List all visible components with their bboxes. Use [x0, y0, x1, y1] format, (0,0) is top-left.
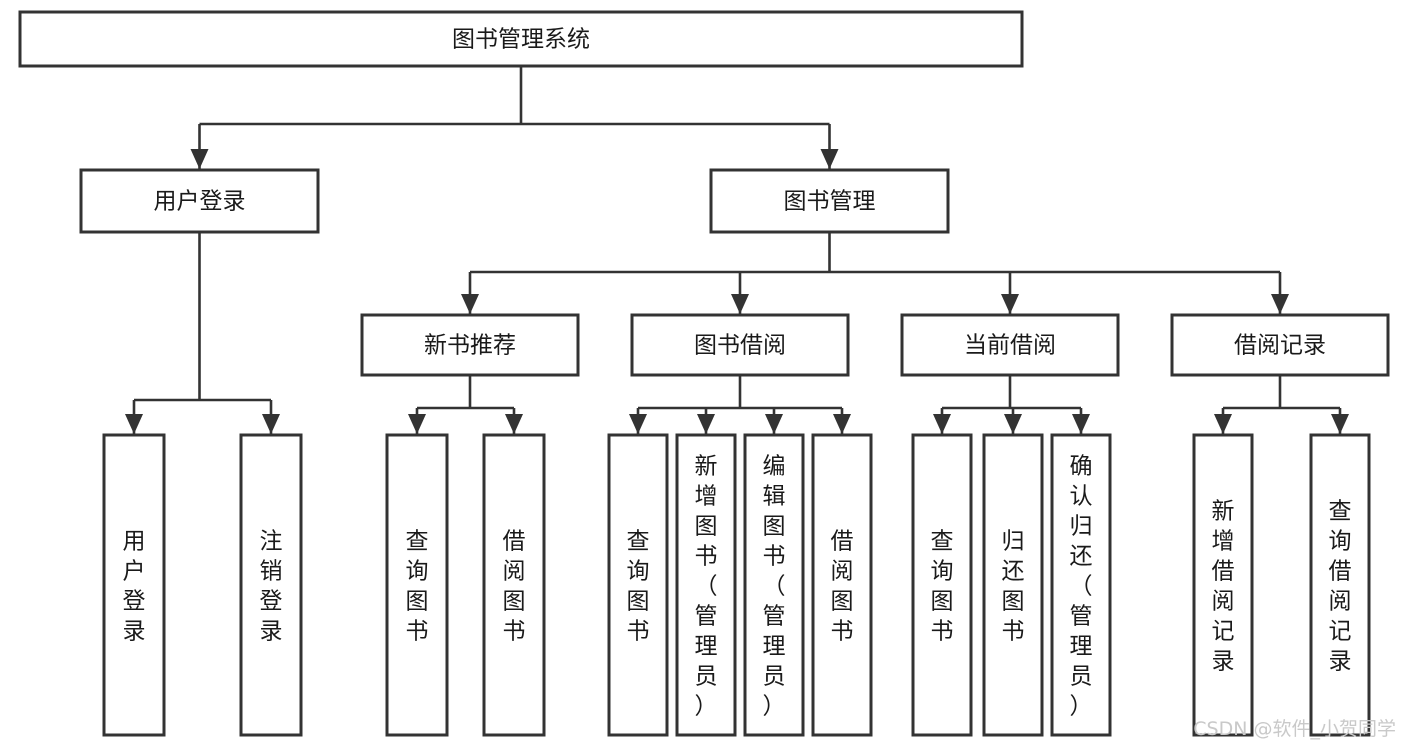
node-box [1309, 433, 1371, 737]
node-label: 借阅图书 [831, 528, 854, 644]
node-leaf-3[interactable]: 借阅图书 [482, 433, 546, 737]
node-label: 归还图书 [1002, 528, 1025, 644]
node-label: 新书推荐 [424, 333, 516, 359]
node-l3-2[interactable]: 当前借阅 [900, 313, 1120, 377]
node-box [630, 313, 850, 377]
node-leaf-9[interactable]: 归还图书 [982, 433, 1044, 737]
arrow-head-icon [505, 414, 523, 434]
node-box [102, 433, 166, 737]
node-leaf-4[interactable]: 查询图书 [607, 433, 669, 737]
csdn-watermark: CSDN @软件_小贺同学 [1193, 718, 1396, 740]
node-l3-1[interactable]: 图书借阅 [630, 313, 850, 377]
node-label: 借阅记录 [1234, 333, 1326, 359]
arrow-head-icon [1004, 414, 1022, 434]
node-leaf-7[interactable]: 借阅图书 [811, 433, 873, 737]
arrow-head-icon [765, 414, 783, 434]
node-leaf-8[interactable]: 查询图书 [911, 433, 973, 737]
node-label: 借阅图书 [503, 528, 526, 644]
node-box [79, 168, 320, 234]
node-label: 新增借阅记录 [1212, 498, 1235, 674]
node-box [811, 433, 873, 737]
node-box [675, 433, 737, 737]
arrow-head-icon [125, 414, 143, 434]
arrow-head-icon [1001, 294, 1019, 314]
node-leaf-0[interactable]: 用户登录 [102, 433, 166, 737]
node-label: 新增图书（管理员） [695, 453, 718, 719]
node-root-0[interactable]: 图书管理系统 [18, 10, 1024, 68]
arrow-head-icon [1214, 414, 1232, 434]
arrow-head-icon [629, 414, 647, 434]
arrow-head-icon [833, 414, 851, 434]
node-leaf-2[interactable]: 查询图书 [385, 433, 449, 737]
node-box [982, 433, 1044, 737]
node-label: 查询图书 [406, 528, 429, 644]
node-label: 注销登录 [260, 528, 283, 644]
node-label: 图书借阅 [694, 333, 786, 359]
connector-layer [125, 66, 1349, 434]
arrow-head-icon [697, 414, 715, 434]
node-layer: 图书管理系统用户登录图书管理新书推荐图书借阅当前借阅借阅记录用户登录注销登录查询… [18, 10, 1390, 737]
node-leaf-6[interactable]: 编辑图书（管理员） [743, 433, 805, 737]
node-leaf-11[interactable]: 新增借阅记录 [1192, 433, 1254, 737]
node-label: 用户登录 [154, 189, 246, 215]
node-label: 用户登录 [123, 528, 146, 644]
node-box [239, 433, 303, 737]
node-l3-0[interactable]: 新书推荐 [360, 313, 580, 377]
arrow-head-icon [820, 149, 839, 169]
node-box [385, 433, 449, 737]
arrow-head-icon [408, 414, 426, 434]
node-leaf-10[interactable]: 确认归还（管理员） [1050, 433, 1112, 737]
node-box [900, 313, 1120, 377]
node-box [743, 433, 805, 737]
node-box [1050, 433, 1112, 737]
node-label: 当前借阅 [964, 333, 1056, 359]
node-box [1192, 433, 1254, 737]
node-label: 查询借阅记录 [1329, 498, 1352, 674]
node-label: 查询图书 [627, 528, 650, 644]
node-leaf-5[interactable]: 新增图书（管理员） [675, 433, 737, 737]
node-label: 确认归还（管理员） [1070, 453, 1093, 719]
node-label: 查询图书 [931, 528, 954, 644]
node-l2-0[interactable]: 用户登录 [79, 168, 320, 234]
node-label: 图书管理 [784, 189, 876, 215]
arrow-head-icon [1072, 414, 1090, 434]
arrow-head-icon [1331, 414, 1349, 434]
node-box [1170, 313, 1390, 377]
node-leaf-12[interactable]: 查询借阅记录 [1309, 433, 1371, 737]
node-box [911, 433, 973, 737]
arrow-head-icon [933, 414, 951, 434]
node-l2-1[interactable]: 图书管理 [709, 168, 950, 234]
arrow-head-icon [190, 149, 209, 169]
node-label: 编辑图书（管理员） [763, 453, 786, 719]
arrow-head-icon [1271, 294, 1289, 314]
arrow-head-icon [461, 294, 479, 314]
arrow-head-icon [262, 414, 280, 434]
node-box [482, 433, 546, 737]
node-box [709, 168, 950, 234]
node-box [607, 433, 669, 737]
node-box [18, 10, 1024, 68]
arrow-head-icon [731, 294, 749, 314]
node-label: 图书管理系统 [452, 27, 590, 53]
node-leaf-1[interactable]: 注销登录 [239, 433, 303, 737]
node-box [360, 313, 580, 377]
node-l3-3[interactable]: 借阅记录 [1170, 313, 1390, 377]
